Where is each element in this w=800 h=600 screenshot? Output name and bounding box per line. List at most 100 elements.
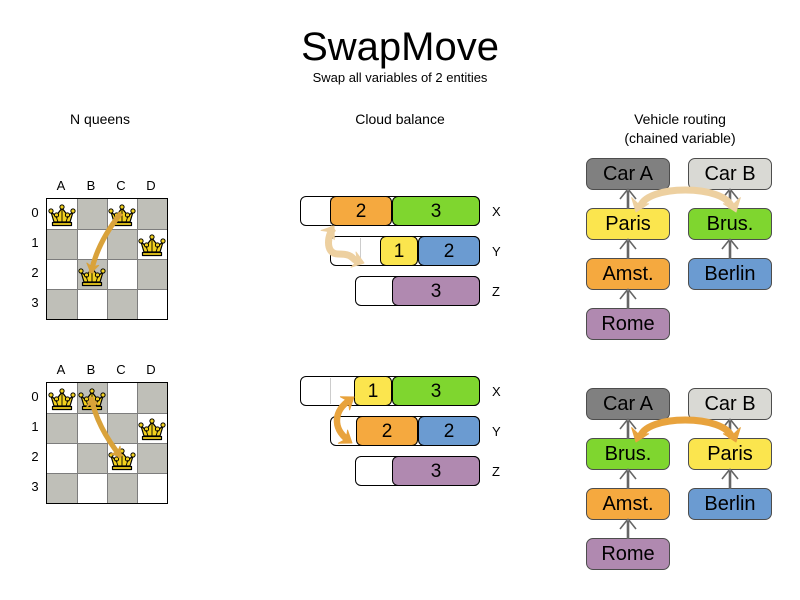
vrp-node-right-1[interactable]: Brus. [688,208,772,240]
process-value: 2 [381,420,393,442]
section-heading-cloud-balance: Cloud balance [355,111,445,127]
board-cell-C0[interactable] [107,383,137,413]
section-heading-nqueens: N queens [70,111,130,127]
vrp-node-left-1[interactable]: Paris [586,208,670,240]
vrp-node-left-3[interactable]: Rome [586,308,670,340]
board-cell-D1[interactable] [137,413,167,443]
process-value: 3 [430,200,442,222]
board-cell-A0[interactable] [47,383,77,413]
capacity-tick [330,378,331,404]
vrp-node-right-2[interactable]: Berlin [688,488,772,520]
process-value: 1 [393,240,405,262]
vrp-chain-arrow-left-1 [619,418,637,439]
process-value: 3 [430,460,442,482]
process-Y-2[interactable]: 2 [418,416,480,446]
board-cell-B1[interactable] [77,413,107,443]
vrp-chain-arrow-right-1 [721,188,739,209]
board-cell-D1[interactable] [137,229,167,259]
board-cell-B2[interactable] [77,259,107,289]
vrp-node-right-1[interactable]: Paris [688,438,772,470]
board-rank-label-1: 1 [31,419,39,434]
vrp-node-right-0[interactable]: Car B [688,388,772,420]
process-Z-1[interactable]: 3 [392,276,480,306]
board-rank-label-1: 1 [31,235,39,250]
board-cell-D3[interactable] [137,473,167,503]
vrp-node-label: Rome [601,313,655,335]
process-Y-1[interactable]: 2 [356,416,418,446]
process-Y-1[interactable]: 1 [380,236,418,266]
vrp-heading-line-1: Vehicle routing [634,111,726,127]
board-cell-D2[interactable] [137,443,167,473]
process-X-1[interactable]: 1 [354,376,392,406]
board-cell-C1[interactable] [107,229,137,259]
board-cell-A2[interactable] [47,443,77,473]
board-cell-A2[interactable] [47,259,77,289]
vrp-node-left-1[interactable]: Brus. [586,438,670,470]
vrp-node-label: Amst. [602,493,654,515]
board-file-label-B: B [86,362,96,377]
board-cell-B1[interactable] [77,229,107,259]
process-value: 2 [443,420,455,442]
board-cell-B0[interactable] [77,383,107,413]
board-cell-C3[interactable] [107,289,137,319]
board-cell-D2[interactable] [137,259,167,289]
page-subtitle: Swap all variables of 2 entities [312,70,488,85]
vrp-node-label: Amst. [602,263,654,285]
computer-label-Y: Y [492,244,501,259]
board-cell-C2[interactable] [107,443,137,473]
process-X-2[interactable]: 3 [392,376,480,406]
board-rank-label-0: 0 [31,205,39,220]
vrp-chain-arrow-right-2 [721,238,739,259]
process-Z-1[interactable]: 3 [392,456,480,486]
vrp-node-label: Paris [605,213,651,235]
board-cell-A1[interactable] [47,413,77,443]
vrp-heading-line-2: (chained variable) [624,130,736,146]
vrp-chain-arrow-right-2 [721,468,739,489]
process-value: 3 [430,280,442,302]
board-rank-label-2: 2 [31,449,39,464]
board-rank-label-3: 3 [31,295,39,310]
computer-label-Y: Y [492,424,501,439]
process-X-1[interactable]: 2 [330,196,392,226]
computer-label-X: X [492,384,501,399]
board-file-label-B: B [86,178,96,193]
vrp-node-label: Berlin [704,263,756,285]
board-cell-C2[interactable] [107,259,137,289]
board-cell-C3[interactable] [107,473,137,503]
chess-board [46,382,168,504]
process-Y-2[interactable]: 2 [418,236,480,266]
board-cell-D3[interactable] [137,289,167,319]
board-cell-A0[interactable] [47,199,77,229]
computer-label-Z: Z [492,464,500,479]
board-cell-B3[interactable] [77,473,107,503]
board-cell-D0[interactable] [137,383,167,413]
vrp-node-left-0[interactable]: Car A [586,388,670,420]
vrp-node-left-0[interactable]: Car A [586,158,670,190]
board-cell-A3[interactable] [47,289,77,319]
board-cell-B3[interactable] [77,289,107,319]
board-cell-A3[interactable] [47,473,77,503]
board-file-label-C: C [116,178,126,193]
computer-label-X: X [492,204,501,219]
board-cell-B0[interactable] [77,199,107,229]
board-file-label-C: C [116,362,126,377]
board-cell-B2[interactable] [77,443,107,473]
page-title: SwapMove [301,25,499,69]
process-value: 3 [430,380,442,402]
vrp-node-label: Brus. [604,443,652,465]
board-rank-label-0: 0 [31,389,39,404]
process-value: 2 [443,240,455,262]
vrp-node-right-2[interactable]: Berlin [688,258,772,290]
board-cell-C0[interactable] [107,199,137,229]
process-X-2[interactable]: 3 [392,196,480,226]
board-cell-A1[interactable] [47,229,77,259]
board-cell-C1[interactable] [107,413,137,443]
vrp-node-right-0[interactable]: Car B [688,158,772,190]
vrp-node-label: Paris [707,443,753,465]
vrp-node-left-2[interactable]: Amst. [586,488,670,520]
vrp-node-left-2[interactable]: Amst. [586,258,670,290]
board-cell-D0[interactable] [137,199,167,229]
vrp-node-left-3[interactable]: Rome [586,538,670,570]
board-rank-label-2: 2 [31,265,39,280]
